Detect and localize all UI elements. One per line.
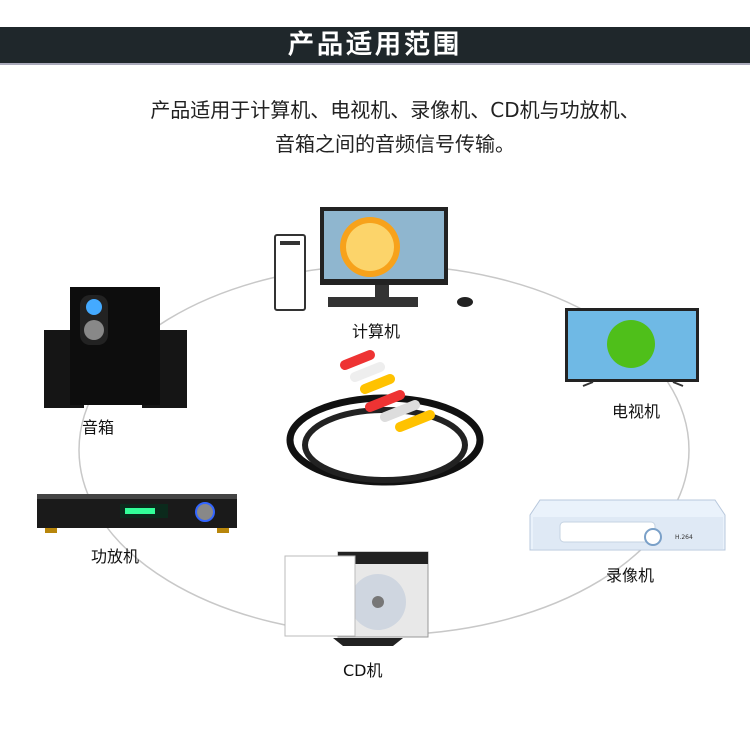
amplifier-image [37, 494, 237, 533]
cd-player-image [284, 551, 429, 646]
label-amplifier: 功放机 [91, 547, 140, 566]
label-tv: 电视机 [612, 402, 661, 421]
label-vcr: 录像机 [606, 566, 655, 585]
rca-cable-image [286, 350, 484, 486]
speaker-image [44, 287, 187, 408]
computer-image [274, 207, 473, 311]
label-computer: 计算机 [352, 322, 401, 341]
label-cd: CD机 [343, 661, 383, 680]
vcr-image: H.264 [529, 499, 726, 551]
intro-line-1: 产品适用于计算机、电视机、录像机、CD机与功放机、 [150, 98, 640, 122]
page-title: 产品适用范围 [287, 30, 462, 60]
label-speaker: 音箱 [82, 418, 115, 437]
header-bar: 产品适用范围 [0, 27, 750, 65]
tv-image [565, 308, 699, 387]
intro-text: 产品适用于计算机、电视机、录像机、CD机与功放机、 音箱之间的音频信号传输。 [0, 93, 750, 161]
svg-text:H.264: H.264 [675, 534, 693, 541]
intro-line-2: 音箱之间的音频信号传输。 [275, 132, 515, 156]
